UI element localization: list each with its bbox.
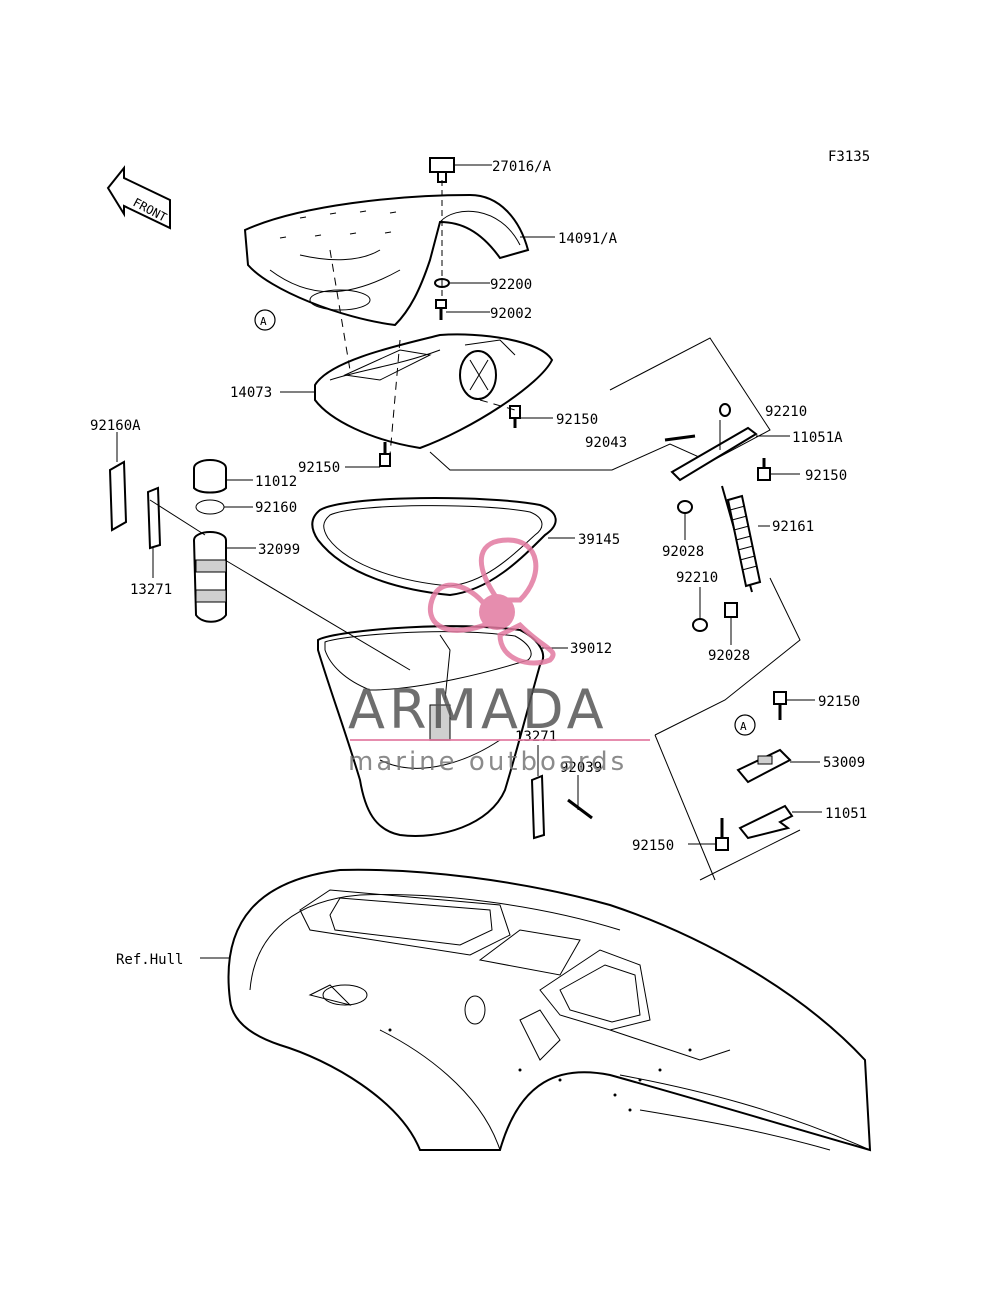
strip-part — [530, 774, 546, 840]
callout-92043: 92043 — [585, 435, 627, 451]
callout-27016a: 27016/A — [492, 159, 552, 175]
propeller-logo-icon — [428, 537, 556, 666]
callout-92160: 92160 — [255, 500, 297, 516]
callout-11051a: 11051A — [792, 430, 843, 446]
svg-text:A: A — [260, 315, 267, 328]
hull-part — [227, 868, 872, 1152]
callout-92161: 92161 — [772, 519, 814, 535]
grab-handle-part — [429, 157, 455, 183]
latch-part — [736, 748, 792, 784]
callout-13271-a: 13271 — [130, 582, 172, 598]
front-arrow-icon: FRONT — [106, 165, 171, 230]
o-ring-part — [195, 499, 225, 515]
ref-marker-a-right: A — [734, 714, 756, 736]
strip-part — [146, 486, 162, 550]
bolt-part — [715, 818, 729, 851]
callout-92028-a: 92028 — [662, 544, 704, 560]
ref-marker-a-left: A — [254, 309, 276, 331]
svg-text:A: A — [740, 720, 747, 733]
washer-part — [719, 403, 731, 417]
seat-base-part — [314, 333, 554, 450]
bracket-part — [670, 426, 758, 482]
drain-pipe-part — [193, 531, 227, 623]
callout-92150-d: 92150 — [818, 694, 860, 710]
collar-part — [724, 602, 738, 618]
callout-92160a: 92160A — [90, 418, 141, 434]
callout-39012: 39012 — [570, 641, 612, 657]
label-strip-part — [108, 460, 128, 532]
callout-92039: 92039 — [560, 760, 602, 776]
cap-part — [193, 459, 227, 494]
callout-ref-hull: Ref.Hull — [116, 952, 183, 968]
callout-92210-b: 92210 — [676, 570, 718, 586]
bolt-part — [757, 458, 771, 481]
bracket-part — [738, 804, 794, 840]
callout-14073: 14073 — [230, 385, 272, 401]
bolt-part — [379, 442, 391, 467]
callout-32099: 32099 — [258, 542, 300, 558]
callout-92150-e: 92150 — [632, 838, 674, 854]
gas-spring-part — [721, 485, 762, 593]
callout-39145: 39145 — [578, 532, 620, 548]
bolt-part — [773, 691, 787, 720]
gasket-part — [311, 497, 557, 597]
drawing-code: F3135 — [828, 149, 870, 165]
collar-part — [677, 500, 693, 514]
washer-part — [692, 618, 708, 632]
bolt-part — [509, 405, 521, 428]
watermark-brand: ARMADA — [348, 678, 608, 741]
callout-92150-b: 92150 — [298, 460, 340, 476]
callout-92200: 92200 — [490, 277, 532, 293]
callout-14091a: 14091/A — [558, 231, 618, 247]
callout-92150-a: 92150 — [556, 412, 598, 428]
armada-watermark: ARMADA marine outboards — [348, 537, 650, 777]
callout-92028-b: 92028 — [708, 648, 750, 664]
callout-92150-c: 92150 — [805, 468, 847, 484]
pin-part — [567, 798, 593, 820]
callout-92210-a: 92210 — [765, 404, 807, 420]
callout-11051: 11051 — [825, 806, 867, 822]
storage-bin-part — [317, 625, 545, 837]
pin-part — [664, 434, 696, 442]
seat-cover-part — [243, 193, 530, 327]
watermark-tagline: marine outboards — [348, 747, 627, 777]
callout-92002: 92002 — [490, 306, 532, 322]
callout-53009: 53009 — [823, 755, 865, 771]
callout-11012: 11012 — [255, 474, 297, 490]
bolt-part — [435, 299, 447, 320]
